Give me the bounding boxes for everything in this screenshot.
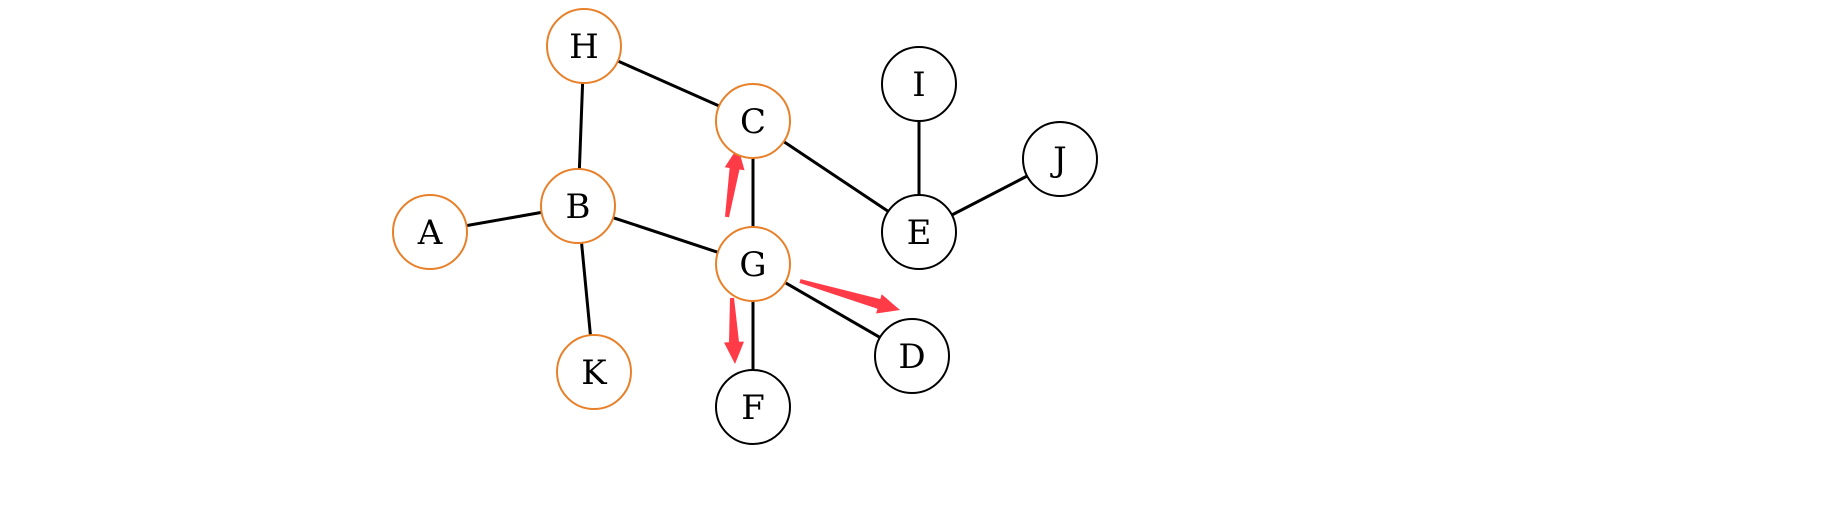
edge-b-g — [611, 216, 720, 254]
node-k: K — [556, 334, 632, 410]
node-b: B — [540, 168, 616, 244]
node-label-j: J — [1050, 140, 1067, 180]
node-label-i: I — [912, 65, 925, 105]
edge-a-b — [464, 210, 544, 228]
node-label-f: F — [741, 388, 765, 428]
node-circle-i — [881, 46, 957, 122]
arrow-g-to-d — [799, 279, 900, 314]
node-circle-f — [715, 369, 791, 445]
node-e: E — [881, 194, 957, 270]
node-circle-g — [715, 226, 791, 302]
node-circle-k — [556, 334, 632, 410]
node-label-e: E — [907, 213, 932, 253]
node-f: F — [715, 369, 791, 445]
node-label-h: H — [569, 27, 599, 67]
node-j: J — [1022, 121, 1098, 197]
edge-b-k — [580, 241, 592, 337]
node-label-c: C — [740, 102, 766, 142]
node-circle-d — [874, 318, 950, 394]
node-label-b: B — [566, 187, 591, 227]
node-circle-e — [881, 194, 957, 270]
node-label-a: A — [417, 213, 443, 253]
node-circle-b — [540, 168, 616, 244]
node-d: D — [874, 318, 950, 394]
arrow-g-to-c — [724, 147, 745, 218]
node-label-k: K — [581, 353, 607, 393]
node-circle-c — [715, 83, 791, 159]
node-circle-j — [1022, 121, 1098, 197]
edges-layer — [464, 59, 1029, 372]
arrow-g-to-f — [724, 297, 744, 364]
node-g: G — [715, 226, 791, 302]
node-label-d: D — [898, 337, 925, 377]
node-circle-h — [546, 8, 622, 84]
node-label-g: G — [739, 245, 766, 285]
node-a: A — [392, 194, 468, 270]
edge-h-b — [577, 81, 585, 171]
edge-c-e — [782, 140, 890, 213]
edge-g-d — [783, 281, 882, 339]
node-h: H — [546, 8, 622, 84]
arrows-layer — [724, 147, 900, 364]
node-i: I — [881, 46, 957, 122]
node-c: C — [715, 83, 791, 159]
edge-h-c — [616, 59, 721, 108]
edge-e-j — [950, 174, 1029, 217]
node-circle-a — [392, 194, 468, 270]
nodes-layer: H C I J A B G E K D F — [392, 8, 1098, 445]
